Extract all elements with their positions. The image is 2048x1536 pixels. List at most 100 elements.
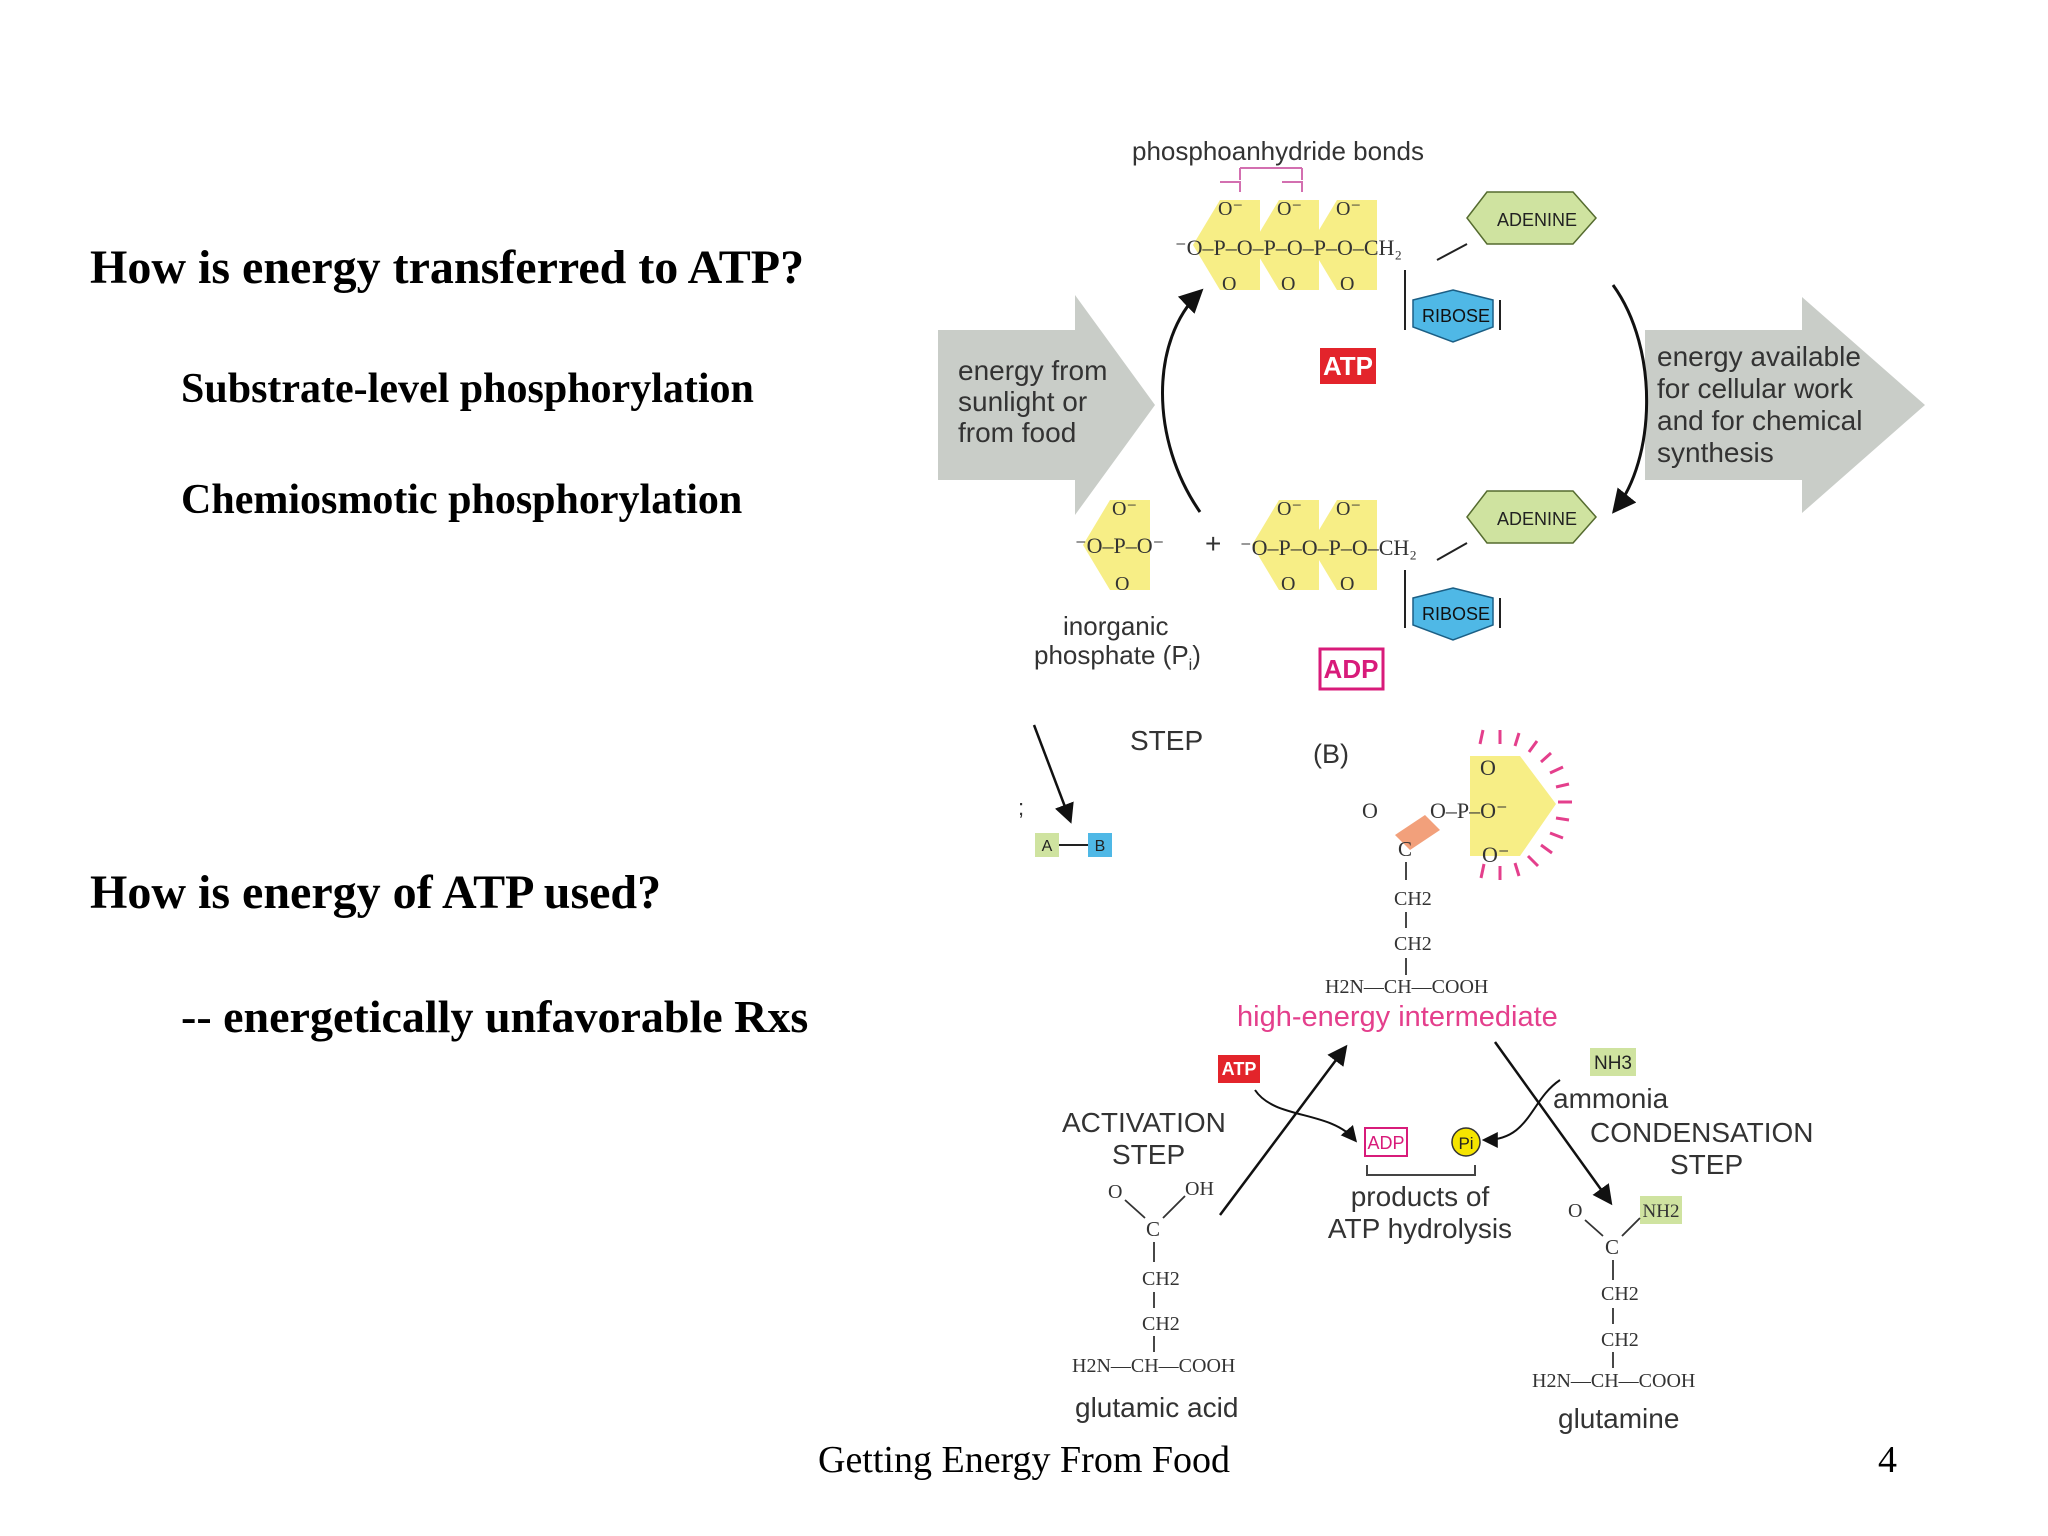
svg-text:O: O xyxy=(1362,798,1378,823)
footer-title: Getting Energy From Food xyxy=(818,1439,1231,1481)
activation-step-line-2: STEP xyxy=(1112,1139,1185,1170)
svg-text:OH: OH xyxy=(1185,1178,1214,1200)
energy-input-line-3: from food xyxy=(958,417,1076,448)
plus-sign: + xyxy=(1205,528,1221,559)
svg-text:⁻O–P–O–P–O–CH₂: ⁻O–P–O–P–O–CH₂ xyxy=(1240,535,1417,560)
glutamine-structure: O NH2 C CH2 CH2 H2N—CH—COOH xyxy=(1532,1196,1695,1392)
high-energy-bond xyxy=(1395,815,1440,850)
pi-tag xyxy=(1451,1127,1481,1157)
svg-text:O⁻: O⁻ xyxy=(1277,498,1302,520)
svg-text:O⁻: O⁻ xyxy=(1482,842,1510,867)
method-substrate-level: Substrate-level phosphorylation xyxy=(181,366,754,412)
atp-tag xyxy=(1218,1055,1260,1083)
question-energy-transfer: How is energy transferred to ATP? xyxy=(90,241,805,294)
adp-badge xyxy=(1318,647,1385,691)
intermediate-phosphate xyxy=(1470,756,1556,856)
adp-linker-lines xyxy=(1404,542,1501,628)
svg-text:O⁻: O⁻ xyxy=(1336,198,1361,220)
products-line-2: ATP hydrolysis xyxy=(1328,1213,1512,1244)
adp-tag xyxy=(1364,1127,1408,1157)
svg-text:H2N—CH—COOH: H2N—CH—COOH xyxy=(1325,976,1488,998)
activation-step-line-1: ACTIVATION xyxy=(1062,1107,1226,1138)
energy-use-answer: -- energetically unfavorable Rxs xyxy=(181,991,809,1042)
atp-phosphate-chain: ⁻O–P–O–P–O–P–O–CH₂ O⁻ O⁻ O⁻ O O O xyxy=(1175,198,1402,295)
svg-text:O: O xyxy=(1480,755,1496,780)
adenine-shape-adp xyxy=(1466,490,1598,544)
energy-burst xyxy=(1478,729,1572,880)
atp-to-adp-arrow xyxy=(1254,1089,1358,1143)
svg-text:CH2: CH2 xyxy=(1142,1268,1180,1290)
ammonia-label: ammonia xyxy=(1553,1083,1669,1114)
ribose-shape-atp xyxy=(1412,289,1494,343)
phosphoanhydride-bonds-label: phosphoanhydride bonds xyxy=(1132,136,1424,166)
ribose-label-atp: RIBOSE xyxy=(1422,306,1490,326)
ribose-shape-adp xyxy=(1412,587,1494,641)
intermediate-molecule: C CH2 CH2 H2N—CH—COOH xyxy=(1325,837,1488,998)
svg-text:⁻O–P–O–P–O–P–O–CH₂: ⁻O–P–O–P–O–P–O–CH₂ xyxy=(1175,235,1402,260)
atp-tag-label: ATP xyxy=(1222,1059,1257,1079)
svg-text:NH2: NH2 xyxy=(1643,1201,1680,1222)
adenine-label-atp: ADENINE xyxy=(1497,210,1577,230)
svg-text:⁻O–P–O⁻: ⁻O–P–O⁻ xyxy=(1075,533,1164,558)
svg-text:O: O xyxy=(1222,273,1236,295)
pi-label-line-2: phosphate (Pi) xyxy=(1034,640,1201,674)
svg-text:O: O xyxy=(1568,1200,1582,1222)
svg-text:C: C xyxy=(1398,837,1412,861)
adenine-label-adp: ADENINE xyxy=(1497,509,1577,529)
svg-text:H2N—CH—COOH: H2N—CH—COOH xyxy=(1072,1355,1235,1377)
svg-text:CH2: CH2 xyxy=(1601,1283,1639,1305)
glutamine-label: glutamine xyxy=(1558,1403,1679,1434)
svg-text:CH2: CH2 xyxy=(1142,1313,1180,1335)
condensation-step-line-2: STEP xyxy=(1670,1149,1743,1180)
fragment-arrow xyxy=(1032,724,1074,824)
ammonia-arrow xyxy=(1481,1079,1561,1148)
products-bracket xyxy=(1366,1165,1476,1176)
atp-badge xyxy=(1320,348,1376,384)
condensation-arrow xyxy=(1493,1041,1613,1206)
glutamic-acid-label: glutamic acid xyxy=(1075,1392,1238,1423)
svg-text:O: O xyxy=(1281,573,1295,595)
svg-text:O⁻: O⁻ xyxy=(1218,198,1243,220)
condensation-step-line-1: CONDENSATION xyxy=(1590,1117,1814,1148)
panel-b-letter: (B) xyxy=(1313,739,1349,769)
energy-output-line-4: synthesis xyxy=(1657,437,1774,468)
energy-input-arrow xyxy=(938,295,1155,515)
adenine-shape-atp xyxy=(1466,191,1598,245)
products-line-1: products of xyxy=(1351,1181,1490,1212)
inorganic-phosphate: ⁻O–P–O⁻ O⁻ O xyxy=(1075,498,1164,595)
svg-text:O⁻: O⁻ xyxy=(1336,498,1361,520)
svg-text:CH2: CH2 xyxy=(1601,1329,1639,1351)
energy-output-arrow xyxy=(1645,297,1925,513)
bond-brackets xyxy=(1220,167,1303,192)
adp-tag-label: ADP xyxy=(1367,1133,1404,1153)
svg-text:O⁻: O⁻ xyxy=(1112,498,1137,520)
energy-output-line-3: and for chemical xyxy=(1657,405,1862,436)
question-energy-use: How is energy of ATP used? xyxy=(90,866,662,919)
fragment-a-box xyxy=(1035,833,1059,857)
energy-output-line-1: energy available xyxy=(1657,341,1861,372)
pi-label-line-1: inorganic xyxy=(1063,611,1169,641)
svg-text:O⁻: O⁻ xyxy=(1277,198,1302,220)
pi-tag-label: Pi xyxy=(1458,1134,1473,1153)
svg-text:CH2: CH2 xyxy=(1394,888,1432,910)
energy-input-line-1: energy from xyxy=(958,355,1107,386)
fragment-b-box xyxy=(1088,833,1112,857)
svg-text:O: O xyxy=(1115,573,1129,595)
page-number: 4 xyxy=(1878,1439,1897,1481)
method-chemiosmotic: Chemiosmotic phosphorylation xyxy=(181,477,743,523)
atp-badge-label: ATP xyxy=(1323,351,1373,381)
svg-text:O: O xyxy=(1340,573,1354,595)
svg-text:O: O xyxy=(1281,273,1295,295)
fragment-b-label: B xyxy=(1095,838,1106,855)
hydrolysis-arrow xyxy=(1611,284,1649,514)
high-energy-intermediate-label: high-energy intermediate xyxy=(1237,1001,1558,1033)
ammonia-tag xyxy=(1590,1048,1636,1076)
svg-text:O: O xyxy=(1108,1181,1122,1203)
svg-text:C: C xyxy=(1605,1235,1619,1259)
adp-badge-label: ADP xyxy=(1324,654,1379,684)
fragment-a-label: A xyxy=(1042,838,1053,855)
fragment-semicolon: ; xyxy=(1018,795,1024,820)
adp-phosphate-chain: ⁻O–P–O–P–O–CH₂ O⁻ O⁻ O O xyxy=(1240,498,1417,595)
